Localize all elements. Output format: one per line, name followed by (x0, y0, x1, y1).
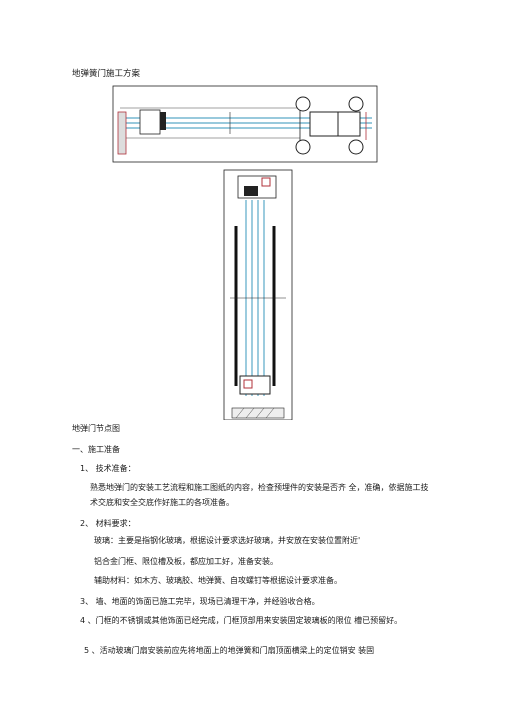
item-4: 4 、门框的不锈钢或其他饰面已经完成，门框顶部用来安装固定玻璃板的限位 槽已预留… (80, 616, 403, 625)
item-1-body: 熟悉地弹门的安装工艺流程和施工图纸的内容，检查预埋件的安装是否齐 全，准确，依据… (90, 483, 429, 507)
item-2-frame: 铝合金门框、限位槽及板，都应加工好，准备安装。 (94, 557, 278, 566)
item-5: 5 、活动玻璃门扇安装前应先将地面上的地弹簧和门扇顶面横梁上的定位销安 装固 (84, 646, 375, 655)
item-2-glass: 玻璃：主要是指钢化玻璃，根据设计要求选好玻璃，并安放在安装位置附近' (94, 536, 361, 545)
figure-caption: 地弹门节点图 (72, 424, 120, 433)
vertical-section (223, 169, 293, 420)
item-1-heading: 1、 技术准备： (80, 464, 136, 473)
door-node-drawing (112, 85, 378, 420)
item-2-auxiliary: 辅助材料：如木方、玻璃胶、地弹簧、自攻螺钉等根据设计要求准备。 (94, 576, 342, 585)
section-heading: 一、施工准备 (72, 445, 120, 454)
item-3: 3、 墙、地面的饰面已施工完毕，现场已清理干净，并经验收合格。 (80, 597, 320, 606)
doc-title: 地弹簧门施工方案 (72, 69, 141, 79)
horizontal-section (112, 85, 378, 163)
item-2-heading: 2、 材料要求： (80, 519, 136, 528)
